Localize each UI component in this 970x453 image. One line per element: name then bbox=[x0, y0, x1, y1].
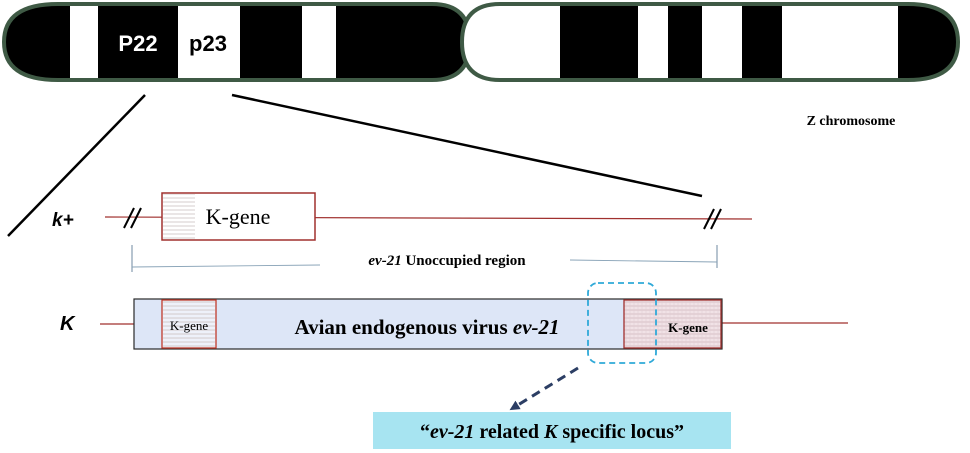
chromosome-left-arm bbox=[1, 2, 473, 82]
kplus-k-gene-label: K-gene bbox=[206, 204, 271, 229]
break-mark-left bbox=[123, 207, 142, 229]
locus-callout-box bbox=[373, 412, 731, 449]
band-p22 bbox=[98, 4, 178, 80]
band-label-p22: P22 bbox=[118, 31, 157, 56]
allele-label-kplus: k+ bbox=[52, 210, 74, 231]
kplus-k-gene-box: K-gene bbox=[161, 192, 316, 241]
band-right-2 bbox=[668, 4, 702, 80]
band-left-mid bbox=[240, 4, 302, 80]
break-mark-right bbox=[703, 208, 722, 230]
zoom-line-right bbox=[231, 93, 703, 198]
unoccupied-region-label: ev-21 Unoccupied region bbox=[368, 253, 526, 269]
unoccupied-region-bracket bbox=[131, 245, 718, 272]
K-gene-left-box: K-gene bbox=[161, 299, 217, 349]
chromosome-name: Z chromosome bbox=[807, 114, 896, 129]
K-gene-right-label: K-gene bbox=[668, 320, 708, 335]
junction-highlight-box bbox=[587, 282, 657, 364]
band-right-1 bbox=[560, 4, 638, 80]
allele-label-K: K bbox=[60, 313, 76, 335]
zoom-line-left bbox=[7, 94, 146, 237]
K-gene-right-box: K-gene bbox=[623, 299, 722, 349]
band-label-p23: p23 bbox=[189, 31, 227, 56]
callout-arrow bbox=[509, 366, 579, 411]
K-gene-left-label: K-gene bbox=[170, 318, 208, 333]
chromosome-right-arm bbox=[459, 2, 961, 82]
virus-label: Avian endogenous virus ev-21 bbox=[294, 315, 559, 339]
band-right-3 bbox=[742, 4, 782, 80]
band-left-end bbox=[336, 4, 470, 80]
locus-callout-text: “ev-21 related K specific locus” bbox=[420, 421, 684, 443]
